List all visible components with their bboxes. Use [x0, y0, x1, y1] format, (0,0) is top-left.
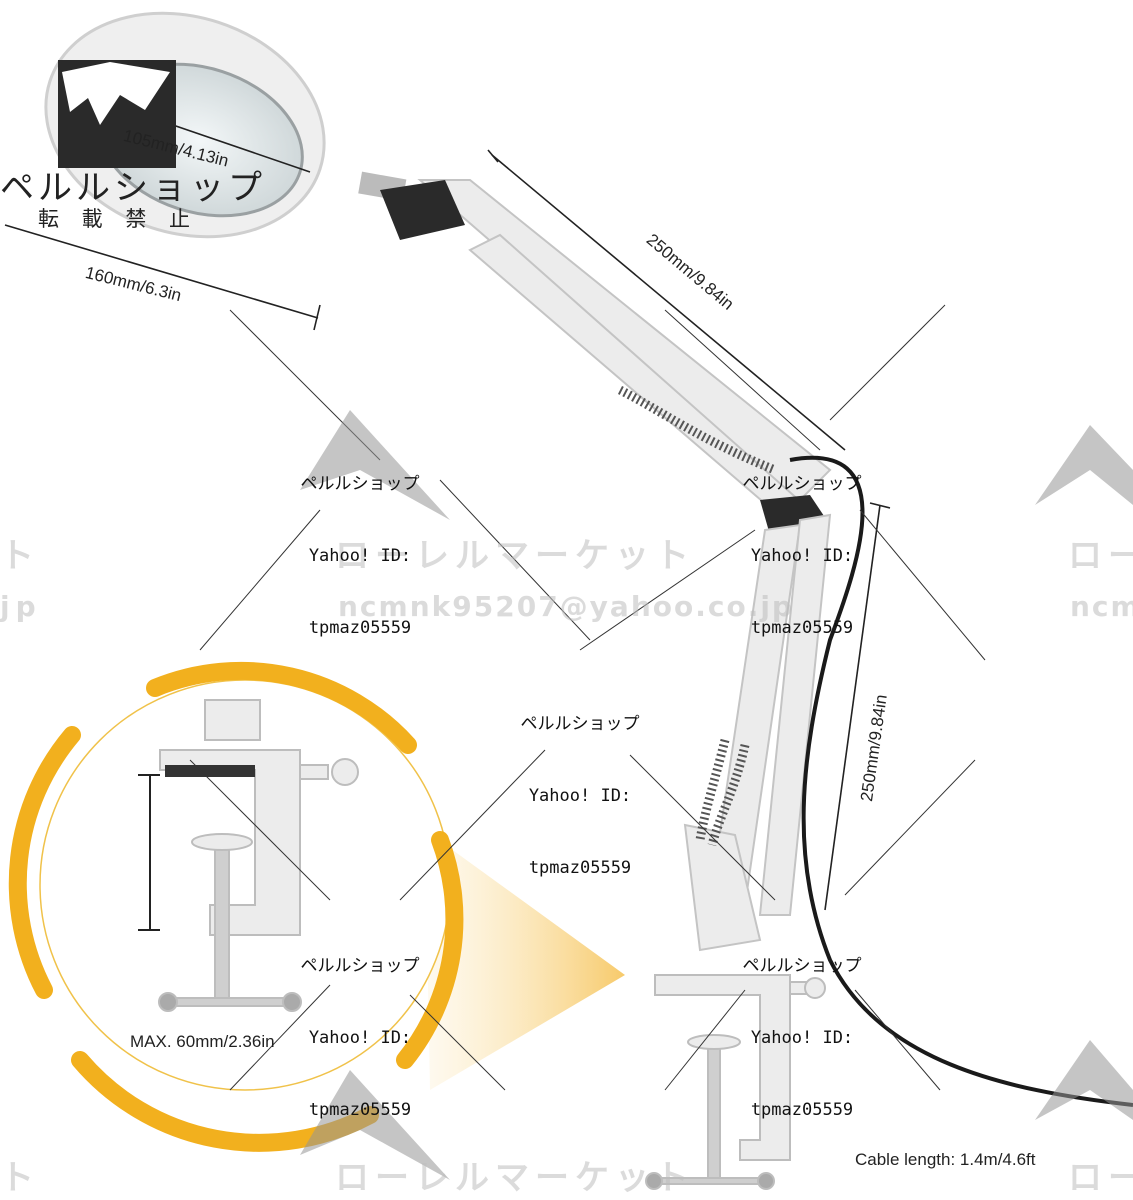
shop-id-name: ペルルショップ: [300, 474, 420, 494]
brand-notice: 転 載 禁 止: [38, 207, 199, 231]
shop-id-block: ペルルショップ Yahoo! ID: tpmaz05559: [727, 424, 877, 664]
shop-id-label: Yahoo! ID:: [528, 786, 632, 806]
inset-clamp: [158, 699, 359, 1012]
shop-id-name: ペルルショップ: [742, 956, 862, 976]
brand-name: ペルルショップ: [0, 168, 266, 208]
edge-mark-bottom-right: ロー: [1068, 1158, 1133, 1198]
shop-id-label: Yahoo! ID:: [750, 546, 854, 566]
shop-id-value: tpmaz05559: [750, 1100, 854, 1120]
shop-id-label: Yahoo! ID:: [308, 1028, 412, 1048]
shop-id-block: ペルルショップ Yahoo! ID: tpmaz05559: [727, 906, 877, 1146]
shop-id-name: ペルルショップ: [300, 956, 420, 976]
shop-id-value: tpmaz05559: [308, 618, 412, 638]
shop-id-name: ペルルショップ: [742, 474, 862, 494]
market-name-watermark: ローレルマーケット: [335, 536, 695, 576]
dimension-lines: [4, 99, 891, 911]
arrow-logo-marks: [300, 410, 1133, 1180]
shop-id-name: ペルルショップ: [520, 714, 640, 734]
power-cable: [789, 455, 1133, 1107]
watermark-lines: [189, 304, 986, 1091]
edge-mark-left-1: ト: [0, 536, 40, 576]
brand-badge: [58, 60, 176, 168]
shop-id-value: tpmaz05559: [308, 1100, 412, 1120]
shop-id-value: tpmaz05559: [750, 618, 854, 638]
cable-length-label: Cable length: 1.4m/4.6ft: [855, 1150, 1036, 1169]
market-name-watermark-bottom: ローレルマーケット: [335, 1158, 695, 1198]
shop-id-label: Yahoo! ID:: [308, 546, 412, 566]
email-watermark: ncmnk95207@yahoo.co.jp: [338, 590, 794, 623]
inset-orange-arc-right: [396, 831, 464, 1069]
inset-orange-arc-left: [8, 726, 81, 999]
shop-id-block: ペルルショップ Yahoo! ID: tpmaz05559: [505, 664, 655, 904]
edge-mark-bottom-left: ト: [0, 1158, 40, 1198]
shop-id-value: tpmaz05559: [528, 858, 632, 878]
edge-mark-right-1: ロー: [1068, 536, 1133, 576]
shop-id-block: ペルルショップ Yahoo! ID: tpmaz05559: [285, 424, 435, 664]
shop-id-block: ペルルショップ Yahoo! ID: tpmaz05559: [285, 906, 435, 1146]
lamp-arm: [380, 179, 832, 952]
shop-id-label: Yahoo! ID:: [750, 1028, 854, 1048]
light-beam: [425, 830, 625, 1090]
edge-mark-right-2: ncm: [1070, 590, 1133, 623]
clamp-dimension-line: [138, 774, 160, 931]
edge-mark-left-2: jp: [0, 590, 42, 623]
clamp-max-label: MAX. 60mm/2.36in: [130, 1032, 275, 1051]
inset-orange-arc-top: [146, 661, 417, 754]
base-clamp: [645, 974, 826, 1190]
